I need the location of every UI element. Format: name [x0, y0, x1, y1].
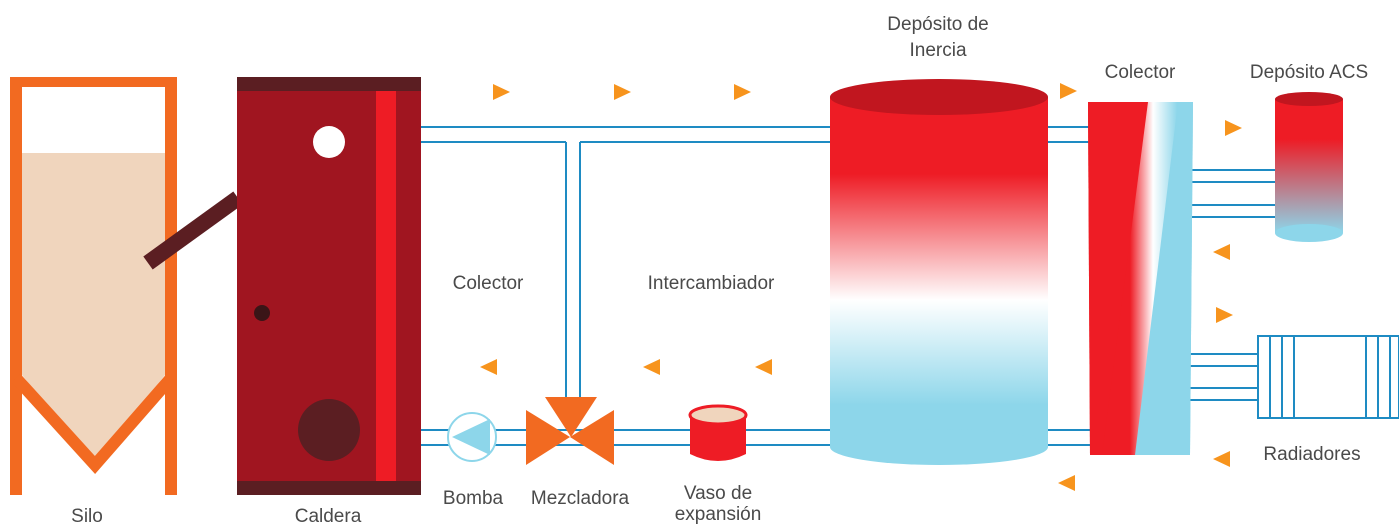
label-bomba: Bomba	[443, 488, 504, 509]
arrow-right-icon	[734, 84, 751, 100]
label-vaso-line1: Vaso de	[684, 483, 752, 504]
labels: Silo Caldera Bomba Mezcladora Vaso de ex…	[71, 14, 1368, 527]
arrow-right-icon	[1216, 307, 1233, 323]
boiler-knob	[254, 305, 270, 321]
label-colector-left: Colector	[453, 273, 524, 294]
pump	[447, 412, 497, 462]
inertia-tank-top	[830, 79, 1048, 115]
silo-pellet-fill	[22, 153, 165, 465]
boiler	[237, 77, 421, 495]
label-mezcladora: Mezcladora	[531, 488, 630, 509]
auger-feed-tube	[143, 191, 243, 270]
arrow-left-icon	[1213, 451, 1230, 467]
label-colector-right: Colector	[1105, 62, 1176, 83]
inertia-tank	[830, 79, 1048, 465]
mixing-valve	[526, 397, 614, 465]
arrow-left-icon	[480, 359, 497, 375]
radiator	[1257, 335, 1399, 419]
label-radiadores: Radiadores	[1263, 444, 1360, 465]
label-deposito-inercia-line2: Inercia	[909, 40, 966, 61]
arrow-right-icon	[493, 84, 510, 100]
label-silo: Silo	[71, 506, 103, 527]
arrow-right-icon	[614, 84, 631, 100]
boiler-hot-strip	[376, 91, 396, 481]
flow-arrows	[480, 83, 1242, 491]
label-caldera: Caldera	[295, 506, 362, 527]
collector-right	[1088, 102, 1193, 455]
arrow-left-icon	[643, 359, 660, 375]
arrow-left-icon	[1213, 244, 1230, 260]
boiler-burner-port	[298, 399, 360, 461]
expansion-vessel	[688, 404, 748, 461]
pump-triangle-icon	[452, 419, 490, 455]
arrow-left-icon	[755, 359, 772, 375]
silo-frame	[16, 77, 171, 87]
arrow-right-icon	[1225, 120, 1242, 136]
arrow-right-icon	[1060, 83, 1077, 99]
label-intercambiador: Intercambiador	[648, 273, 775, 294]
dhw-tank	[1275, 92, 1343, 242]
label-vaso-line2: expansión	[675, 504, 762, 525]
silo	[10, 77, 177, 495]
boiler-window	[313, 126, 345, 158]
label-deposito-acs: Depósito ACS	[1250, 62, 1368, 83]
label-deposito-inercia-line1: Depósito de	[887, 14, 988, 35]
arrow-left-icon	[1058, 475, 1075, 491]
